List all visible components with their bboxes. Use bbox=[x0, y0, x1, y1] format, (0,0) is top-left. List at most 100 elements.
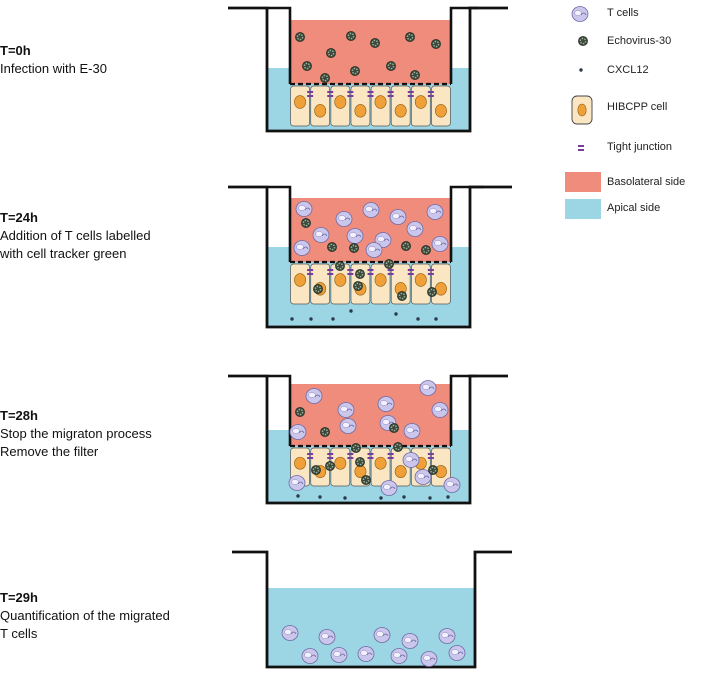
tight-junction bbox=[387, 91, 394, 97]
cxcl12-dot bbox=[394, 312, 398, 316]
virus-particle bbox=[346, 31, 356, 41]
virus-particle bbox=[397, 291, 407, 301]
t-cell bbox=[288, 475, 306, 491]
well-t0 bbox=[228, 6, 508, 133]
cxcl12-dot bbox=[428, 496, 432, 500]
cxcl12-dot bbox=[379, 496, 383, 500]
tight-junction bbox=[347, 269, 354, 275]
well-outline bbox=[232, 550, 512, 669]
step-description: Addition of T cells labelled with cell t… bbox=[0, 228, 151, 261]
virus-particle bbox=[295, 407, 305, 417]
cxcl12-dot bbox=[434, 317, 438, 321]
tight-junction bbox=[387, 453, 394, 459]
virus-particle bbox=[320, 427, 330, 437]
virus-particle bbox=[410, 70, 420, 80]
step-t0: T=0h Infection with E-30 bbox=[0, 42, 230, 78]
virus-particle bbox=[431, 39, 441, 49]
well-t29 bbox=[232, 550, 512, 669]
t-cell bbox=[403, 423, 421, 439]
t-cell bbox=[281, 625, 299, 641]
cxcl12-dot bbox=[446, 495, 450, 499]
t-cell bbox=[380, 480, 398, 496]
virus-particle bbox=[326, 48, 336, 58]
t-cell bbox=[339, 418, 357, 434]
tight-junction bbox=[427, 91, 434, 97]
nucleus bbox=[394, 104, 407, 118]
t-cell bbox=[365, 242, 383, 258]
t-cell bbox=[377, 396, 395, 412]
cxcl12-dot bbox=[296, 494, 300, 498]
insert-wall-left bbox=[268, 6, 292, 84]
virus-particle bbox=[401, 241, 411, 251]
legend-cxcl12: CXCL12 bbox=[607, 64, 649, 76]
t-cell bbox=[431, 402, 449, 418]
insert-wall-right bbox=[449, 374, 477, 446]
virus-particle bbox=[301, 218, 311, 228]
nucleus bbox=[374, 456, 387, 470]
tight-junction bbox=[578, 145, 584, 151]
t-cell bbox=[419, 380, 437, 396]
virus-particle bbox=[320, 73, 330, 83]
legend-icons bbox=[565, 6, 601, 219]
virus-particle bbox=[327, 242, 337, 252]
t-cell bbox=[406, 221, 424, 237]
cxcl12-dot bbox=[402, 495, 406, 499]
nucleus bbox=[414, 273, 427, 287]
legend-echovirus: Echovirus-30 bbox=[607, 35, 672, 47]
nucleus bbox=[394, 465, 407, 478]
nucleus bbox=[374, 95, 387, 109]
step-t28: T=28h Stop the migraton process Remove t… bbox=[0, 407, 230, 461]
virus-particle bbox=[353, 281, 363, 291]
t-cell bbox=[357, 646, 375, 662]
virus-particle bbox=[393, 442, 403, 452]
tight-junction bbox=[427, 269, 434, 275]
basolateral-swatch bbox=[565, 172, 601, 192]
tight-junction bbox=[327, 91, 334, 97]
well-t24 bbox=[228, 185, 512, 329]
well-t28 bbox=[228, 374, 508, 505]
nucleus bbox=[294, 456, 306, 470]
insert-wall-left bbox=[268, 185, 292, 262]
cxcl12-dot bbox=[318, 495, 322, 499]
virus-particle bbox=[351, 443, 361, 453]
virus-particle bbox=[350, 66, 360, 76]
legend-t-cells: T cells bbox=[607, 7, 639, 19]
t-cell bbox=[571, 6, 589, 22]
tight-junction bbox=[327, 453, 334, 459]
virus-particle bbox=[313, 284, 323, 294]
cxcl12-dot bbox=[579, 68, 583, 72]
legend-hibcpp: HIBCPP cell bbox=[607, 101, 668, 113]
nucleus bbox=[294, 95, 306, 109]
t-cell bbox=[305, 388, 323, 404]
t-cell bbox=[373, 627, 391, 643]
step-time: T=24h bbox=[0, 210, 38, 225]
nucleus bbox=[435, 104, 447, 118]
virus-particle bbox=[578, 36, 588, 46]
tight-junction bbox=[367, 269, 374, 275]
tight-junction bbox=[347, 91, 354, 97]
nucleus bbox=[374, 273, 387, 287]
nucleus bbox=[334, 95, 347, 109]
nucleus bbox=[435, 282, 447, 296]
virus-particle bbox=[428, 465, 438, 475]
t-cell bbox=[318, 629, 336, 645]
hibcpp-cell-icon bbox=[571, 95, 593, 125]
apical-swatch bbox=[565, 199, 601, 219]
legend-basolateral: Basolateral side bbox=[607, 176, 686, 188]
tight-junction bbox=[407, 269, 414, 275]
virus-particle bbox=[421, 245, 431, 255]
nucleus bbox=[334, 456, 347, 470]
t-cell bbox=[390, 648, 408, 664]
virus-particle bbox=[386, 61, 396, 71]
virus-particle bbox=[325, 461, 335, 471]
t-cell bbox=[401, 633, 419, 649]
t-cell bbox=[335, 211, 353, 227]
nucleus bbox=[294, 273, 306, 287]
t-cell bbox=[346, 228, 364, 244]
virus-particle bbox=[302, 61, 312, 71]
step-description: Quantification of the migrated T cells bbox=[0, 608, 170, 641]
step-time: T=29h bbox=[0, 590, 38, 605]
t-cell bbox=[301, 648, 319, 664]
nucleus bbox=[314, 104, 327, 118]
